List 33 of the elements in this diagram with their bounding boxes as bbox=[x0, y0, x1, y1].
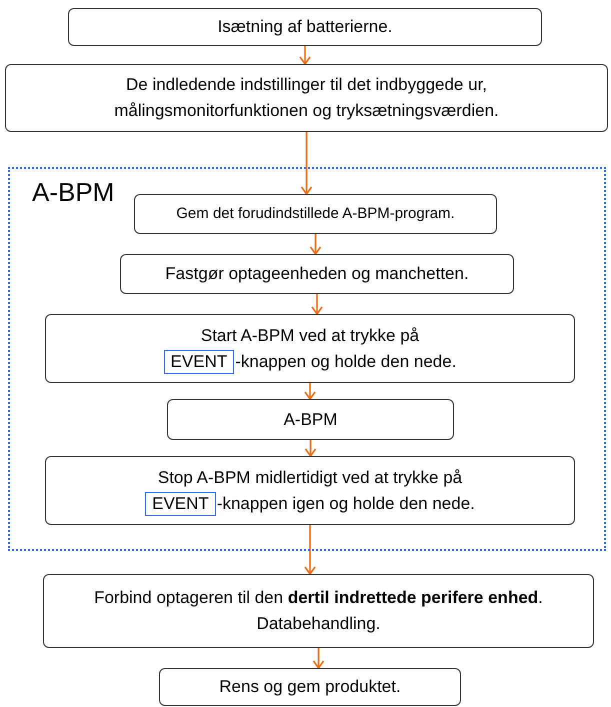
arrow bbox=[304, 383, 316, 400]
process-box bbox=[5, 64, 608, 132]
process-box bbox=[134, 194, 497, 234]
step-text: Forbind optageren til den dertil indrettede perifere enhed. bbox=[94, 587, 543, 609]
process-box bbox=[159, 668, 461, 706]
arrow bbox=[304, 525, 316, 575]
process-box bbox=[68, 8, 542, 46]
arrow bbox=[311, 294, 323, 315]
group-frame bbox=[8, 167, 606, 551]
step-text: -knappen igen og holde den nede. bbox=[216, 492, 475, 514]
step-text: De indledende indstillinger til det indbyggede ur, målingsmonitorfunktionen og tryksætningsværdien. bbox=[113, 74, 500, 122]
step-text: Isætning af batterierne. bbox=[218, 16, 392, 38]
arrow bbox=[300, 132, 312, 195]
step-text: Start A-BPM ved at trykke på bbox=[200, 324, 420, 346]
process-box bbox=[45, 314, 575, 383]
key-label: EVENT bbox=[164, 350, 234, 374]
arrow bbox=[299, 46, 311, 65]
process-box bbox=[45, 456, 575, 525]
step-text: Rens og gem produktet. bbox=[219, 676, 401, 698]
arrow bbox=[304, 440, 316, 457]
step-text: Fastgør optageenheden og manchetten. bbox=[165, 263, 469, 285]
arrow bbox=[310, 234, 322, 255]
step-text: Gem det forudindstillede A-BPM-program. bbox=[176, 204, 455, 224]
key-label: EVENT bbox=[145, 492, 216, 516]
process-box bbox=[167, 399, 454, 440]
step-text: Databehandling. bbox=[256, 613, 380, 635]
step-text: -knappen og holde den nede. bbox=[235, 350, 456, 372]
step-text: A-BPM bbox=[284, 408, 338, 430]
arrow bbox=[312, 648, 324, 669]
step-text: Stop A-BPM midlertidigt ved at trykke på bbox=[158, 466, 462, 488]
group-title: A-BPM bbox=[32, 177, 114, 207]
process-box bbox=[43, 574, 594, 648]
process-box bbox=[120, 254, 514, 294]
